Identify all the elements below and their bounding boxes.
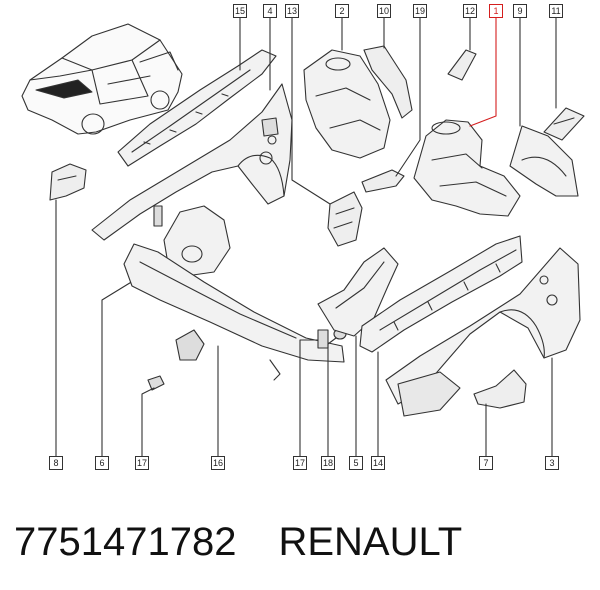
callout-7: 7 <box>479 456 493 470</box>
caption: 7751471782 RENAULT <box>14 518 462 566</box>
part-8-bracket <box>49 163 87 463</box>
part-19-strip <box>361 9 421 193</box>
callout-6: 6 <box>95 456 109 470</box>
callout-17-right: 17 <box>293 456 307 470</box>
part-17-bolts <box>141 205 329 463</box>
callout-2: 2 <box>335 4 349 18</box>
callout-1-highlighted: 1 <box>489 4 503 18</box>
part-15-upper-rail <box>117 9 277 167</box>
part-12-bracket <box>447 9 477 81</box>
part-5-box-section <box>317 247 399 463</box>
part-13-bracket <box>291 9 363 247</box>
part-9-arch-panel <box>509 9 579 197</box>
part-3-right-wing <box>385 247 581 463</box>
callout-5: 5 <box>349 456 363 470</box>
part-14-side-member <box>359 235 523 463</box>
callout-9: 9 <box>513 4 527 18</box>
callout-8: 8 <box>49 456 63 470</box>
exploded-parts-diagram <box>21 9 585 463</box>
callout-10: 10 <box>377 4 391 18</box>
callout-13: 13 <box>285 4 299 18</box>
part-1-strut-tower <box>413 9 521 217</box>
part-6-inner-bracket <box>101 205 231 463</box>
part-11-bracket <box>543 9 585 141</box>
part-4-left-wing <box>91 9 293 241</box>
callout-14: 14 <box>371 456 385 470</box>
part-7-bracket <box>473 369 527 463</box>
callout-19: 19 <box>413 4 427 18</box>
part-16-front-crossmember <box>123 243 345 463</box>
callout-16: 16 <box>211 456 225 470</box>
callout-4: 4 <box>263 4 277 18</box>
callout-3: 3 <box>545 456 559 470</box>
part-2-strut-tower <box>303 9 391 159</box>
callout-17-left: 17 <box>135 456 149 470</box>
brand-name: RENAULT <box>278 520 463 564</box>
car-overview-drawing <box>21 23 183 135</box>
callout-15: 15 <box>233 4 247 18</box>
part-number: 7751471782 <box>14 520 237 564</box>
callout-11: 11 <box>549 4 563 18</box>
callout-12: 12 <box>463 4 477 18</box>
callout-18: 18 <box>321 456 335 470</box>
